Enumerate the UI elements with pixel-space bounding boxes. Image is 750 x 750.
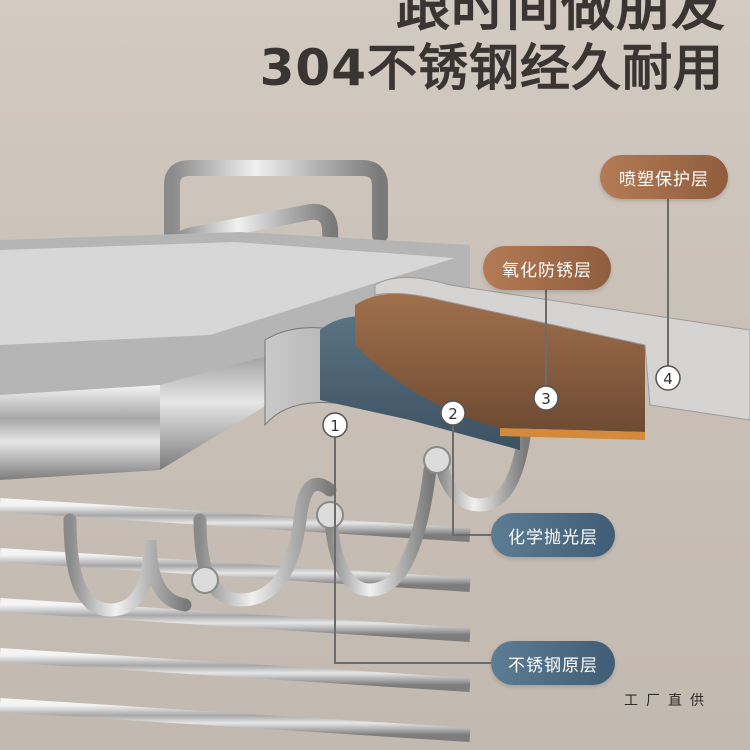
back-handle [164,160,388,243]
headline-line1: 跟时间做朋友 [396,0,726,38]
marker-4: 4 [655,365,681,391]
svg-text:1: 1 [330,417,340,435]
svg-text:3: 3 [541,390,551,408]
svg-text:2: 2 [448,405,458,423]
headline-line2: 304不锈钢经久耐用 [259,39,724,97]
marker-2: 2 [440,400,466,426]
marker-1: 1 [322,412,348,438]
layer-brown [355,293,645,432]
top-rim [0,232,470,480]
hook-knob [191,566,219,594]
marker-3: 3 [533,385,559,411]
hook-knob [423,446,451,474]
label-oxidation-layer: 氧化防锈层 [483,246,611,290]
layer-coating [374,277,750,421]
label-polish-layer: 化学抛光层 [491,513,615,557]
svg-text:4: 4 [663,370,673,388]
hook-knob [316,501,344,529]
factory-direct-text: 工厂直供 [624,693,712,709]
label-steel-layer: 不锈钢原层 [491,641,615,685]
label-spray-coating: 喷塑保护层 [600,155,728,199]
